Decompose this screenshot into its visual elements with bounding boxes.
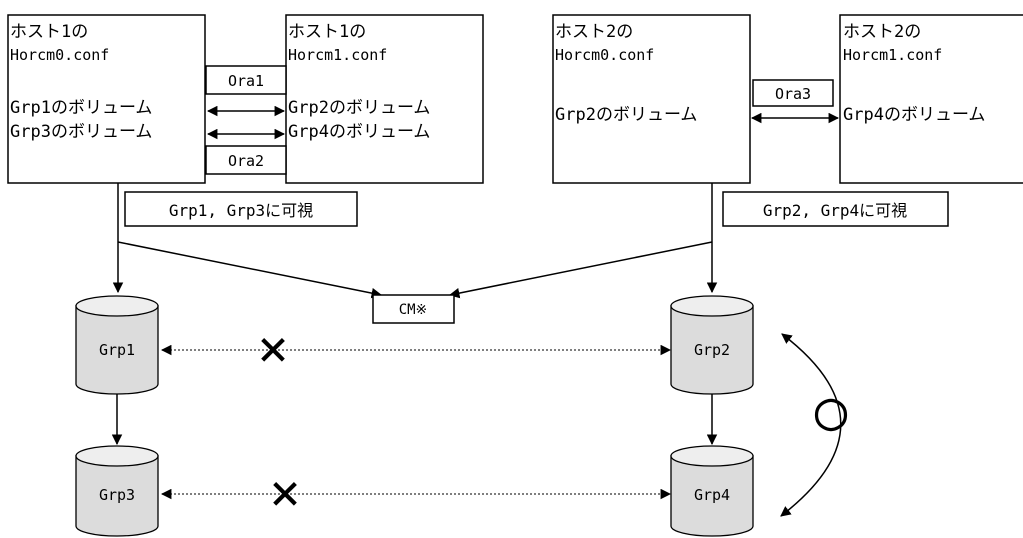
ora2-label-box	[205, 145, 287, 175]
grp3-label: Grp3	[99, 486, 135, 504]
host1-horcm0-title: ホスト1の	[10, 22, 88, 42]
host2-horcm1-frame	[839, 14, 1023, 184]
host2-horcm0-box: ホスト2の Horcm0.conf Grp2のボリューム	[552, 14, 751, 184]
host1-horcm0-frame	[7, 14, 206, 184]
host1-horcm1-config: Horcm1.conf	[288, 46, 387, 64]
host2-horcm1-box: ホスト2の Horcm1.conf Grp4のボリューム	[839, 14, 1023, 184]
grp4-cylinder-top	[670, 445, 754, 467]
grp1-cylinder-top	[75, 295, 159, 317]
host2-horcm0-title: ホスト2の	[555, 22, 633, 42]
grp3-cylinder-top	[75, 445, 159, 467]
group-grp2-cylinder: Grp2	[670, 295, 754, 395]
host2-visibility-frame	[722, 191, 949, 227]
ora3-label: Ora3	[775, 85, 811, 103]
ora3-link: Ora3	[750, 79, 840, 124]
host1-horcm1-title: ホスト1の	[288, 22, 366, 42]
host2-horcm1-volume-grp4: Grp4のボリューム	[843, 105, 985, 125]
command-device: CM※	[372, 294, 455, 324]
grp1-cylinder-body	[75, 305, 159, 395]
ora1-label: Ora1	[228, 72, 264, 90]
grp1-label: Grp1	[99, 341, 135, 359]
host1-visibility-note: Grp1, Grp3に可視	[124, 191, 358, 227]
grp2-grp4-valid-arc	[780, 333, 842, 517]
host2-to-cm-arrow	[448, 241, 713, 299]
grp4-cylinder-body	[670, 455, 754, 537]
host2-horcm0-config: Horcm0.conf	[555, 46, 654, 64]
host1-horcm1-frame	[285, 14, 484, 184]
ora1-label-box	[205, 65, 287, 95]
host2-horcm1-title: ホスト2の	[843, 22, 921, 42]
host2-horcm0-frame	[552, 14, 751, 184]
group-grp1-cylinder: Grp1	[75, 295, 159, 395]
grp2-grp4-valid-mark: ○	[815, 379, 848, 442]
host1-horcm0-config: Horcm0.conf	[10, 46, 109, 64]
host1-horcm0-volume-grp3: Grp3のボリューム	[10, 122, 152, 142]
host1-horcm0-volume-grp1: Grp1のボリューム	[10, 98, 152, 118]
host2-visibility-label: Grp2, Grp4に可視	[763, 201, 907, 220]
grp2-cylinder-body	[670, 305, 754, 395]
ora3-label-box	[752, 79, 834, 107]
command-device-frame	[372, 294, 455, 324]
ora2-link: Ora2	[205, 128, 287, 175]
host1-visibility-label: Grp1, Grp3に可視	[169, 201, 313, 220]
grp1-grp2-invalid-mark: ×	[257, 319, 288, 379]
grp3-grp4-invalid-mark: ×	[269, 463, 300, 523]
host1-visibility-frame	[124, 191, 358, 227]
grp2-label: Grp2	[694, 341, 730, 359]
grp3-cylinder-body	[75, 455, 159, 537]
host1-horcm1-volume-grp2: Grp2のボリューム	[288, 98, 430, 118]
command-device-label: CM※	[399, 302, 428, 318]
host2-horcm1-config: Horcm1.conf	[843, 46, 942, 64]
host2-horcm0-volume-grp2: Grp2のボリューム	[555, 105, 697, 125]
ora1-link: Ora1	[205, 65, 287, 117]
host1-to-cm-arrow	[117, 241, 383, 299]
host1-horcm1-box: ホスト1の Horcm1.conf Grp2のボリューム Grp4のボリューム	[285, 14, 484, 184]
grp2-cylinder-top	[670, 295, 754, 317]
host2-visibility-note: Grp2, Grp4に可視	[722, 191, 949, 227]
group-grp4-cylinder: Grp4	[670, 445, 754, 537]
ora2-label: Ora2	[228, 152, 264, 170]
host1-horcm0-box: ホスト1の Horcm0.conf Grp1のボリューム Grp3のボリューム	[7, 14, 206, 184]
host1-horcm1-volume-grp4: Grp4のボリューム	[288, 122, 430, 142]
group-grp3-cylinder: Grp3	[75, 445, 159, 537]
grp4-label: Grp4	[694, 486, 730, 504]
